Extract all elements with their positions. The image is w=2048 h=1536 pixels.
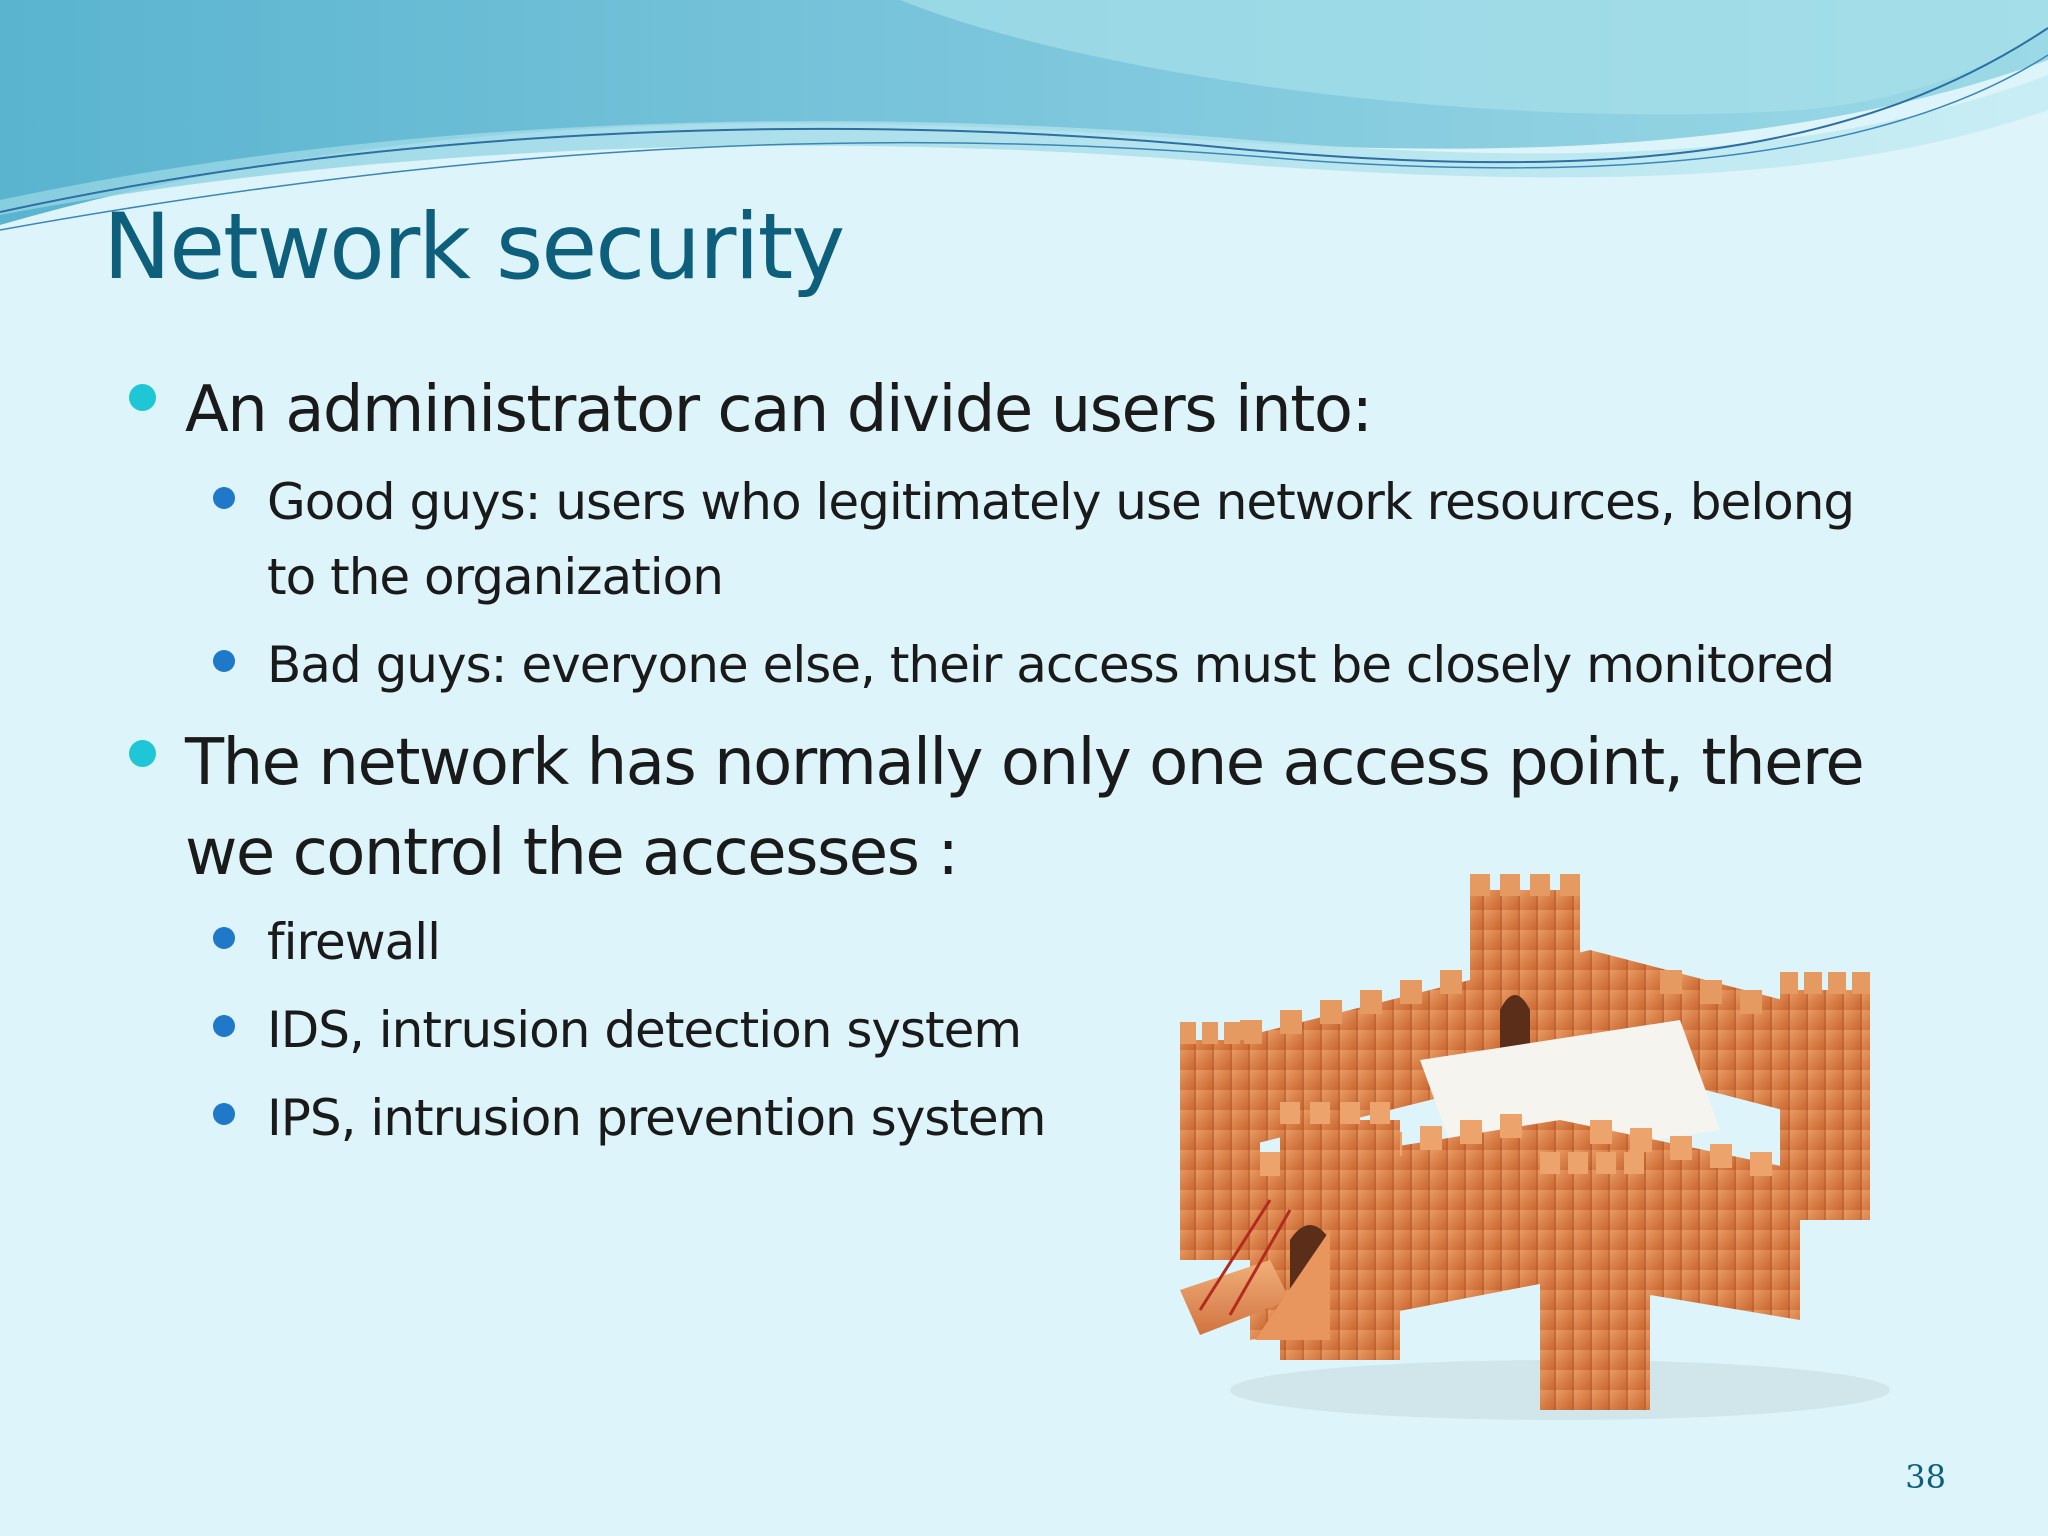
sub-bullet-text: Good guys: users who legitimately use ne… <box>267 473 1855 531</box>
sub-bullet-dot <box>213 650 235 672</box>
sub-bullet-text: IDS, intrusion detection system <box>267 1001 1022 1059</box>
slide-title: Network security <box>103 195 845 300</box>
bullet-dot <box>129 740 156 767</box>
bullet-text-cont: we control the accesses : <box>185 816 959 890</box>
sub-bullet-dot <box>213 1103 235 1125</box>
bullet-text: The network has normally only one access… <box>185 726 1865 800</box>
sub-bullet-text: IPS, intrusion prevention system <box>267 1089 1046 1147</box>
header-wave-decoration <box>0 0 2048 231</box>
sub-bullet-text: Bad guys: everyone else, their access mu… <box>267 636 1835 694</box>
sub-bullet-dot <box>213 927 235 949</box>
page-number: 38 <box>1905 1458 1946 1496</box>
sub-bullet-dot <box>213 487 235 509</box>
sub-bullet-text: firewall <box>267 913 441 971</box>
bullet-text: An administrator can divide users into: <box>185 373 1373 447</box>
sub-bullet-dot <box>213 1015 235 1037</box>
sub-bullet-text-cont: to the organization <box>267 548 724 606</box>
bullet-dot <box>129 384 156 411</box>
toy-castle-illustration <box>1180 874 1890 1420</box>
